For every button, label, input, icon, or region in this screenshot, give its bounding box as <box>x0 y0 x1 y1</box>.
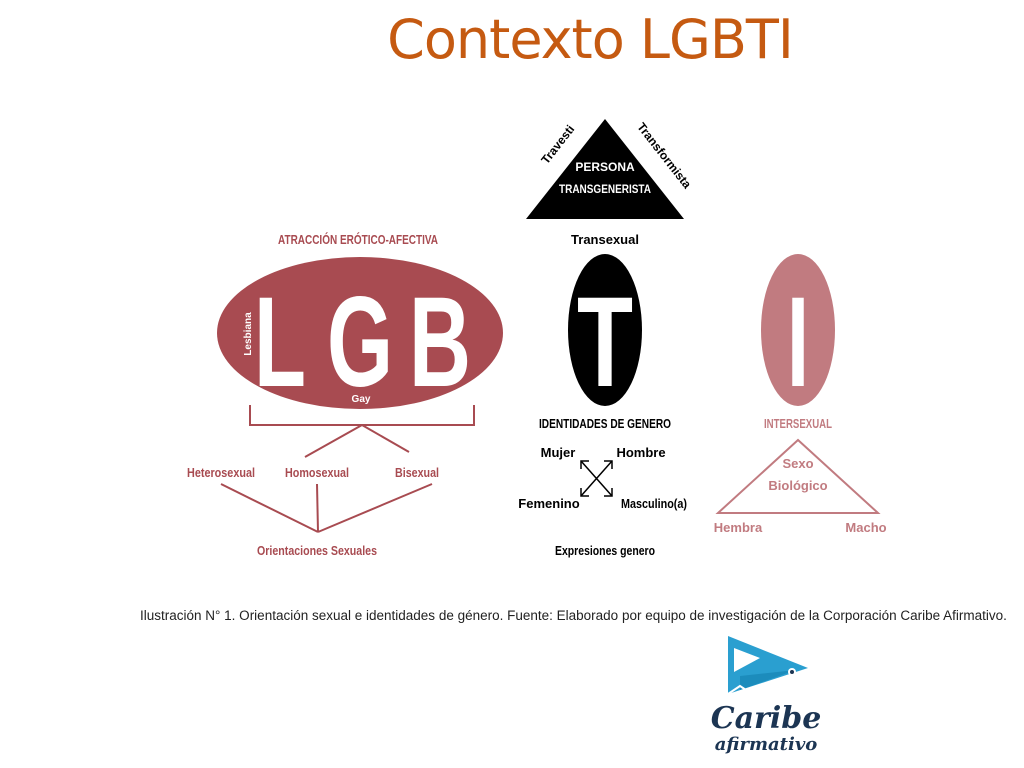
letter-i: I <box>787 271 809 414</box>
label-femenino: Femenino <box>518 496 579 511</box>
letter-t: T <box>577 271 633 414</box>
logo-caribe: Caribe <box>711 701 822 736</box>
triangle-title-1: PERSONA <box>575 160 635 174</box>
figure-caption: Ilustración N° 1. Orientación sexual e i… <box>140 608 1007 623</box>
label-mujer: Mujer <box>541 445 576 460</box>
branch-left <box>304 424 363 458</box>
transgenerista-triangle <box>526 119 684 219</box>
identidades-heading: IDENTIDADES DE GENERO <box>539 416 671 431</box>
label-biologico: Biológico <box>768 478 827 493</box>
label-hembra: Hembra <box>714 520 763 535</box>
intersexual-heading: INTERSEXUAL <box>764 416 832 431</box>
fish-triangle-icon <box>727 636 808 696</box>
orientaciones-sexuales: Orientaciones Sexuales <box>257 543 377 558</box>
slide-title: Contexto LGBTI <box>387 8 794 71</box>
label-sexo: Sexo <box>782 456 813 471</box>
trans-group: PERSONA TRANSGENERISTA Travesti Transfor… <box>518 119 694 558</box>
expresiones-genero: Expresiones genero <box>555 543 655 558</box>
lgb-heading: ATRACCIÓN ERÓTICO-AFECTIVA <box>278 232 438 247</box>
i-ellipse <box>761 254 835 406</box>
orientation-homosexual: Homosexual <box>285 465 349 480</box>
connector-homo <box>316 483 319 533</box>
t-ellipse <box>568 254 642 406</box>
label-lesbiana: Lesbiana <box>243 312 254 356</box>
orientation-heterosexual: Heterosexual <box>187 465 255 480</box>
label-masculino: Masculino(a) <box>621 496 687 511</box>
triangle-title-2: TRANSGENERISTA <box>559 182 651 196</box>
label-transexual: Transexual <box>571 232 639 247</box>
caribe-afirmativo-logo: Caribe afirmativo <box>711 636 822 755</box>
connector-hetero <box>220 483 319 533</box>
logo-afirmativo: afirmativo <box>715 734 818 755</box>
cross-arrows-icon <box>580 460 613 497</box>
label-travesti: Travesti <box>538 122 577 166</box>
lgb-group: ATRACCIÓN ERÓTICO-AFECTIVA L G B Lesbian… <box>187 232 503 558</box>
connector-bi <box>317 483 433 533</box>
label-gay: Gay <box>352 394 371 405</box>
branch-right <box>361 424 410 453</box>
letter-g: G <box>327 271 393 414</box>
lgb-ellipse <box>217 257 503 409</box>
intersex-group: I INTERSEXUAL Sexo Biológico Hembra Mach… <box>714 254 887 535</box>
letter-l: L <box>254 271 306 414</box>
orientation-bisexual: Bisexual <box>395 465 439 480</box>
sexo-triangle <box>715 438 881 514</box>
label-hombre: Hombre <box>616 445 665 460</box>
label-macho: Macho <box>845 520 886 535</box>
letter-b: B <box>409 271 471 414</box>
